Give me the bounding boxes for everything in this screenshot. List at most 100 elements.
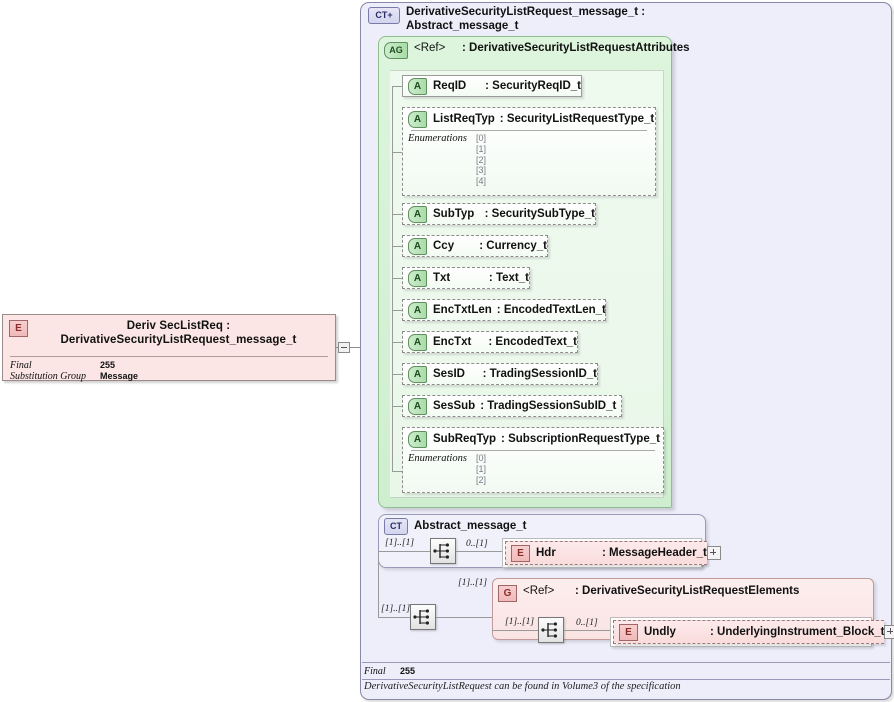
abstract-message-header: CT Abstract_message_t: [384, 518, 684, 535]
connector-line: [564, 630, 610, 631]
enumeration-value: [2]: [476, 474, 487, 485]
property-key: Substitution Group: [10, 371, 87, 382]
group-ref-label: <Ref>: [523, 585, 555, 597]
root-element-box[interactable]: E Deriv SecListReq : DerivativeSecurityL…: [2, 314, 336, 382]
divider: [362, 679, 890, 680]
divider: [411, 450, 655, 451]
attribute-row-subreqtyp[interactable]: A SubReqTyp : SubscriptionRequestType_t …: [402, 427, 664, 493]
complex-type-header: CT+ DerivativeSecurityListRequest_messag…: [368, 6, 888, 36]
type-text: Currency_t: [486, 240, 547, 252]
type-text: UnderlyingInstrument_Block_t: [717, 626, 885, 638]
attribute-name: EncTxt: [433, 336, 472, 348]
attribute-row-listreqtyp[interactable]: A ListReqTyp : SecurityListRequestType_t…: [402, 107, 656, 196]
final-key: Final: [364, 665, 386, 677]
type-text: SecurityReqID_t: [492, 80, 581, 92]
attribute-row-ccy[interactable]: A Ccy : Currency_t: [402, 235, 548, 257]
type-text: SecurityListRequestType_t: [506, 112, 655, 125]
divider: [362, 662, 890, 663]
attribute-row-txt[interactable]: A Txt : Text_t: [402, 267, 530, 289]
sequence-icon[interactable]: [410, 604, 436, 630]
root-element-title: Deriv SecListReq : DerivativeSecurityLis…: [60, 320, 297, 346]
tree-branch: [392, 278, 402, 279]
type-text: EncodedTextLen_t: [503, 304, 606, 316]
tree-branch: [392, 246, 402, 247]
attribute-type: : SecuritySubType_t: [485, 208, 595, 220]
divider: [10, 356, 328, 357]
enumeration-value: [3]: [476, 165, 487, 176]
sequence-icon[interactable]: [430, 538, 456, 564]
element-icon: E: [9, 320, 28, 337]
expand-icon[interactable]: [706, 546, 721, 560]
element-icon: E: [619, 624, 638, 641]
connector-line: [378, 617, 410, 618]
separator: :: [488, 272, 493, 284]
tree-branch: [392, 310, 402, 311]
attribute-group-ref-label: <Ref>: [414, 42, 446, 54]
attribute-group-type: : DerivativeSecurityListRequestAttribute…: [462, 41, 690, 55]
attribute-type: : Text_t: [489, 272, 529, 284]
complex-type-expand-icon[interactable]: CT+: [368, 7, 400, 24]
element-name: Undly: [644, 626, 676, 638]
separator: :: [710, 626, 714, 638]
cardinality-label: [1]..[1]: [458, 578, 488, 588]
attribute-row-sesid[interactable]: A SesID : TradingSessionID_t: [402, 363, 598, 385]
attribute-type: : EncodedTextLen_t: [497, 304, 606, 316]
tree-branch: [392, 86, 402, 87]
element-row-hdr-wrapper[interactable]: E Hdr : MessageHeader_t: [502, 538, 721, 568]
final-value: 255: [400, 666, 416, 676]
attribute-row-enctxt[interactable]: A EncTxt : EncodedText_t: [402, 331, 578, 353]
type-text: DerivativeSecurityListRequestAttributes: [469, 42, 690, 54]
element-name: Hdr: [536, 547, 556, 559]
separator: :: [499, 112, 504, 125]
expand-icon[interactable]: [884, 625, 894, 639]
type-text: Text_t: [495, 272, 529, 284]
separator: :: [602, 547, 606, 559]
complex-type-title: DerivativeSecurityListRequest_message_t …: [406, 6, 646, 32]
attribute-name: SesID: [433, 368, 465, 380]
type-text: SubscriptionRequestType_t: [508, 432, 660, 445]
group-ref-header: G <Ref> : DerivativeSecurityListRequestE…: [498, 584, 799, 610]
enumeration-value: [2]: [476, 154, 487, 165]
enumerations-values: [0][1][2][3][4]: [476, 133, 486, 187]
attribute-name: Txt: [433, 272, 451, 284]
attribute-row-subtyp[interactable]: A SubTyp : SecuritySubType_t: [402, 203, 596, 225]
attribute-icon: A: [408, 238, 427, 255]
sequence-icon[interactable]: [538, 617, 564, 643]
element-row-undly-wrapper[interactable]: E Undly : UnderlyingInstrument_Block_t: [610, 617, 894, 647]
element-row-hdr[interactable]: E Hdr : MessageHeader_t: [505, 541, 707, 565]
enumerations-label: Enumerations: [408, 453, 467, 464]
enumerations-values: [0][1][2]: [476, 453, 486, 485]
type-text: TradingSessionSubID_t: [487, 400, 617, 412]
separator: :: [482, 368, 487, 380]
property-value: Message: [100, 371, 139, 381]
attribute-header: A ListReqTyp : SecurityListRequestType_t: [403, 108, 655, 129]
attribute-group-icon: AG: [384, 42, 408, 59]
type-text: TradingSessionID_t: [489, 368, 597, 380]
attribute-group-header: AG <Ref> : DerivativeSecurityListRequest…: [384, 41, 690, 69]
attribute-header: A SubReqTyp : SubscriptionRequestType_t: [403, 428, 663, 449]
attribute-row-sessub[interactable]: A SesSub : TradingSessionSubID_t: [402, 395, 622, 417]
attribute-type: : SecurityListRequestType_t: [500, 113, 654, 125]
separator: :: [488, 336, 493, 348]
attribute-icon: A: [408, 110, 427, 128]
enumeration-value: [4]: [476, 176, 487, 187]
separator: :: [484, 208, 489, 220]
element-type: : UnderlyingInstrument_Block_t: [710, 626, 884, 638]
attribute-icon: A: [408, 398, 427, 415]
element-icon: E: [511, 545, 530, 562]
enumerations-body: Enumerations [0][1][2][3][4]: [403, 131, 655, 187]
element-row-undly[interactable]: E Undly : UnderlyingInstrument_Block_t: [613, 620, 885, 644]
enumeration-value: [1]: [476, 143, 487, 154]
collapse-expander-icon[interactable]: [338, 342, 350, 353]
attribute-name: ReqID: [433, 80, 467, 92]
attribute-row-reqid[interactable]: A ReqID : SecurityReqID_t: [402, 75, 582, 97]
attribute-name: SesSub: [433, 400, 476, 412]
attribute-row-enctxtlen[interactable]: A EncTxtLen : EncodedTextLen_t: [402, 299, 606, 321]
attribute-icon: A: [408, 78, 427, 95]
cardinality-label: [1]..[1]: [385, 538, 415, 548]
enumeration-value: [1]: [476, 463, 487, 474]
cardinality-label: [1]..[1]: [505, 617, 535, 627]
attribute-name: SubReqTyp: [433, 432, 497, 445]
attribute-icon: A: [408, 206, 427, 223]
enumerations-label: Enumerations: [408, 133, 467, 144]
